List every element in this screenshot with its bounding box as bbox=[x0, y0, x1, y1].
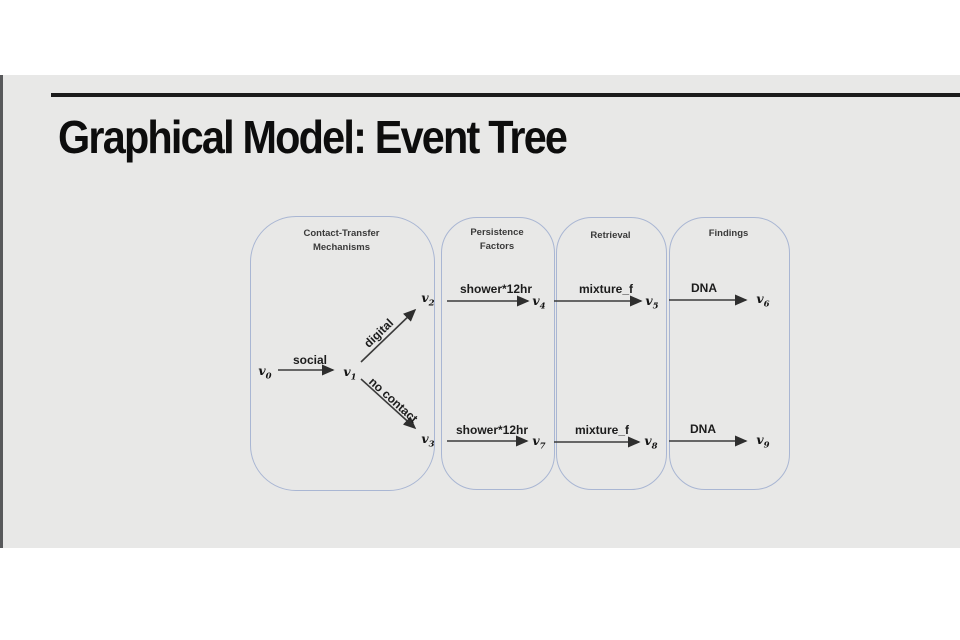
slide-left-edge bbox=[0, 75, 3, 548]
node-v2: v2 bbox=[421, 290, 435, 309]
node-v8: v8 bbox=[644, 433, 658, 452]
group-box-retrieval bbox=[556, 217, 667, 490]
edge-label-social: social bbox=[292, 353, 328, 367]
node-v5: v5 bbox=[645, 293, 659, 312]
edge-label-dna-top: DNA bbox=[691, 281, 717, 295]
group-header-line: Mechanisms bbox=[312, 241, 371, 253]
group-header-line: Contact-Transfer bbox=[303, 228, 380, 239]
node-v1: v1 bbox=[343, 364, 357, 383]
node-v4: v4 bbox=[532, 293, 546, 312]
edge-label-dna-bottom: DNA bbox=[690, 422, 716, 436]
group-header-line: Factors bbox=[479, 240, 515, 252]
group-header-line: Findings bbox=[708, 228, 749, 239]
slide-canvas: Graphical Model: Event Tree bbox=[0, 75, 960, 548]
group-header-findings: Findings bbox=[669, 227, 788, 241]
title-rule bbox=[51, 93, 960, 97]
group-header-contact-transfer: Contact-Transfer Mechanisms bbox=[250, 227, 433, 254]
edge-label-mixture-top: mixture_f bbox=[578, 282, 634, 296]
node-v9: v9 bbox=[756, 432, 770, 451]
group-box-findings bbox=[669, 217, 790, 490]
edge-label-shower-top: shower*12hr bbox=[459, 282, 533, 296]
group-box-persistence bbox=[441, 217, 555, 490]
edge-label-mixture-bottom: mixture_f bbox=[574, 423, 630, 437]
node-v7: v7 bbox=[532, 433, 546, 452]
node-v0: v0 bbox=[258, 363, 272, 382]
edge-label-shower-bottom: shower*12hr bbox=[455, 423, 529, 437]
group-header-line: Retrieval bbox=[590, 230, 631, 241]
node-v3: v3 bbox=[421, 431, 435, 450]
group-header-line: Persistence bbox=[470, 227, 524, 238]
slide-title: Graphical Model: Event Tree bbox=[58, 111, 568, 163]
group-box-contact-transfer bbox=[250, 216, 435, 491]
node-v6: v6 bbox=[756, 291, 770, 310]
group-header-retrieval: Retrieval bbox=[556, 229, 665, 243]
group-header-persistence: Persistence Factors bbox=[441, 226, 553, 253]
